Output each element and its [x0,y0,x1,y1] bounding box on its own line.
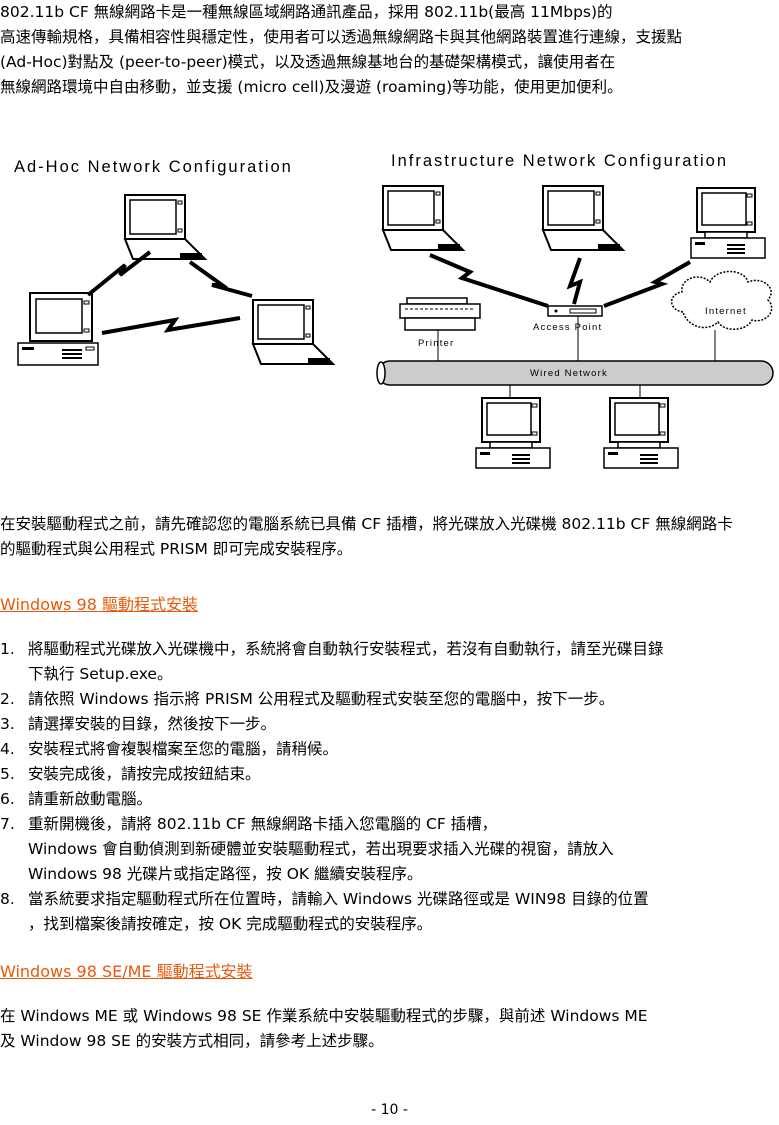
step-8-cont: ，找到檔案後請按確定，按 OK 完成驅動程式的安裝程序。 [28,915,433,933]
step-7: 7.重新開機後，請將 802.11b CF 無線網路卡插入您電腦的 CF 插槽， [0,815,498,833]
intro-line: 無線網路環境中自由移動，並支援 (micro cell)及漫遊 (roaming… [0,78,623,96]
adhoc-laptop-right [252,299,334,365]
win98-heading: Windows 98 驅動程式安裝 [0,595,198,614]
intro-line: 802.11b CF 無線網路卡是一種無線區域網路通訊產品，採用 802.11b… [0,3,613,21]
infra-laptop-2 [542,185,624,251]
intro-line: (Ad-Hoc)對點及 (peer-to-peer)模式，以及透過無線基地台的基… [0,53,616,71]
step-1-cont: 下執行 Setup.exe。 [28,665,173,683]
step-8: 8.當系統要求指定驅動程式所在位置時，請輸入 Windows 光碟路徑或是 WI… [0,890,649,908]
wired-network-label: Wired Network [530,368,608,379]
infra-desktop-bottom-1 [475,397,551,469]
install-intro-paragraph: 在安裝驅動程式之前，請先確認您的電腦系統已具備 CF 插槽，將光碟放入光碟機 8… [0,512,770,562]
step-5: 5.安裝完成後，請按完成按鈕結束。 [0,765,261,783]
win98se-heading: Windows 98 SE/ME 驅動程式安裝 [0,962,253,981]
wireless-link [603,260,691,308]
infra-desktop-top [690,187,766,259]
step-7-cont: Windows 98 光碟片或指定路徑，按 OK 繼續安裝程序。 [28,865,423,883]
internet-label: Internet [705,306,747,317]
step-7-cont: Windows 會自動偵測到新硬體並安裝驅動程式，若出現要求插入光碟的視窗，請放… [28,840,614,858]
step-1: 1.將驅動程式光碟放入光碟機中，系統將會自動執行安裝程式，若沒有自動執行，請至光… [0,640,664,658]
intro-line: 高速傳輸規格，具備相容性與穩定性，使用者可以透過無線網路卡與其他網路裝置進行連線… [0,28,683,46]
step-6: 6.請重新啟動電腦。 [0,790,153,808]
network-diagram: Ad-Hoc Network Configuration Infrastruct… [14,152,774,469]
printer-icon [399,297,481,331]
install-intro-line: 在安裝驅動程式之前，請先確認您的電腦系統已具備 CF 插槽，將光碟放入光碟機 8… [0,515,733,533]
win98-steps: 1.將驅動程式光碟放入光碟機中，系統將會自動執行安裝程式，若沒有自動執行，請至光… [0,637,770,937]
step-4: 4.安裝程式將會複製檔案至您的電腦，請稍候。 [0,740,339,758]
intro-paragraph: 802.11b CF 無線網路卡是一種無線區域網路通訊產品，採用 802.11b… [0,0,770,100]
adhoc-title: Ad-Hoc Network Configuration [14,158,293,176]
install-intro-line: 的驅動程式與公用程式 PRISM 即可完成安裝程序。 [0,540,353,558]
step-3: 3.請選擇安裝的目錄，然後按下一步。 [0,715,277,733]
wireless-link [101,316,241,335]
internet-cloud-icon [670,270,773,330]
adhoc-laptop-top [124,194,206,260]
printer-label: Printer [418,338,454,349]
step-2: 2.請依照 Windows 指示將 PRISM 公用程式及驅動程式安裝至您的電腦… [0,690,615,708]
infra-laptop-1 [382,185,464,251]
win98se-line: 在 Windows ME 或 Windows 98 SE 作業系統中安裝驅動程式… [0,1007,648,1025]
wireless-link [86,250,152,297]
infrastructure-title: Infrastructure Network Configuration [391,152,728,170]
adhoc-desktop-left [17,292,99,366]
wireless-link [429,253,549,308]
infra-desktop-bottom-2 [603,397,679,469]
wireless-link [566,257,583,305]
access-point-label: Access Point [533,322,602,333]
win98se-line: 及 Window 98 SE 的安裝方式相同，請參考上述步驟。 [0,1032,384,1050]
access-point-icon [547,305,603,317]
wireless-link [188,260,253,298]
win98se-paragraph: 在 Windows ME 或 Windows 98 SE 作業系統中安裝驅動程式… [0,1004,770,1054]
page-number: - 10 - [371,1102,408,1118]
